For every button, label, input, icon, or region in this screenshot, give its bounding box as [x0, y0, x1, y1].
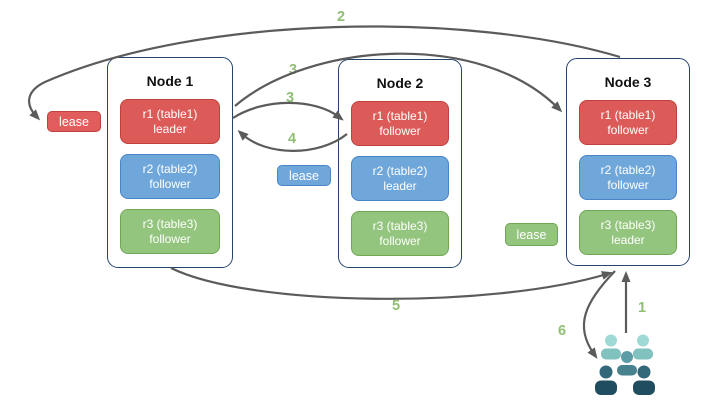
replica-name: r1 (table1)	[600, 107, 656, 122]
user-middle	[617, 351, 637, 376]
user-back-right	[633, 334, 653, 360]
node-1: Node 1 r1 (table1) leader r2 (table2) fo…	[107, 57, 233, 268]
node-2-replica-r1: r1 (table1) follower	[351, 101, 449, 146]
users-icon	[595, 334, 655, 395]
node-3: Node 3 r1 (table1) follower r2 (table2) …	[566, 58, 690, 266]
lease-label-blue: lease	[277, 165, 331, 186]
node-1-title: Node 1	[146, 73, 194, 89]
node-1-replica-r3: r3 (table3) follower	[120, 209, 220, 254]
lease-label-red: lease	[47, 111, 101, 132]
replica-name: r2 (table2)	[600, 162, 656, 177]
replica-name: r3 (table3)	[142, 216, 198, 231]
step-label-1: 1	[637, 300, 647, 316]
user-back-left	[601, 334, 621, 360]
replica-role: follower	[379, 123, 421, 138]
replica-role: follower	[149, 231, 191, 246]
replica-name: r3 (table3)	[600, 217, 656, 232]
node-2: Node 2 r1 (table1) follower r2 (table2) …	[338, 59, 462, 268]
replica-role: leader	[611, 232, 645, 247]
step-label-3a: 3	[288, 62, 298, 78]
node-3-title: Node 3	[604, 74, 652, 90]
replica-name: r2 (table2)	[142, 161, 198, 176]
node-1-replica-r2: r2 (table2) follower	[120, 154, 220, 199]
node-2-title: Node 2	[376, 75, 424, 91]
node-1-replica-r1: r1 (table1) leader	[120, 99, 220, 144]
replica-role: leader	[153, 121, 187, 136]
replica-role: follower	[607, 122, 649, 137]
step-label-2: 2	[336, 9, 346, 25]
replica-name: r1 (table1)	[372, 108, 428, 123]
user-front-right	[633, 365, 655, 395]
node-3-replica-r3: r3 (table3) leader	[579, 210, 677, 255]
arrow-step-5	[170, 267, 613, 300]
user-front-left	[595, 365, 617, 395]
node-2-replica-r3: r3 (table3) follower	[351, 211, 449, 256]
replica-role: follower	[149, 176, 191, 191]
replica-role: leader	[383, 178, 417, 193]
lease-label-green: lease	[505, 223, 558, 246]
replica-role: follower	[379, 233, 421, 248]
node-3-replica-r1: r1 (table1) follower	[579, 100, 677, 145]
step-label-5: 5	[391, 298, 401, 314]
replica-name: r1 (table1)	[142, 106, 198, 121]
arrow-step-6	[582, 270, 616, 359]
step-label-6: 6	[557, 323, 567, 339]
replica-name: r3 (table3)	[372, 218, 428, 233]
node-2-replica-r2: r2 (table2) leader	[351, 156, 449, 201]
step-label-3b: 3	[285, 90, 295, 106]
replica-name: r2 (table2)	[372, 163, 428, 178]
step-label-4: 4	[287, 131, 297, 147]
replica-role: follower	[607, 177, 649, 192]
node-3-replica-r2: r2 (table2) follower	[579, 155, 677, 200]
